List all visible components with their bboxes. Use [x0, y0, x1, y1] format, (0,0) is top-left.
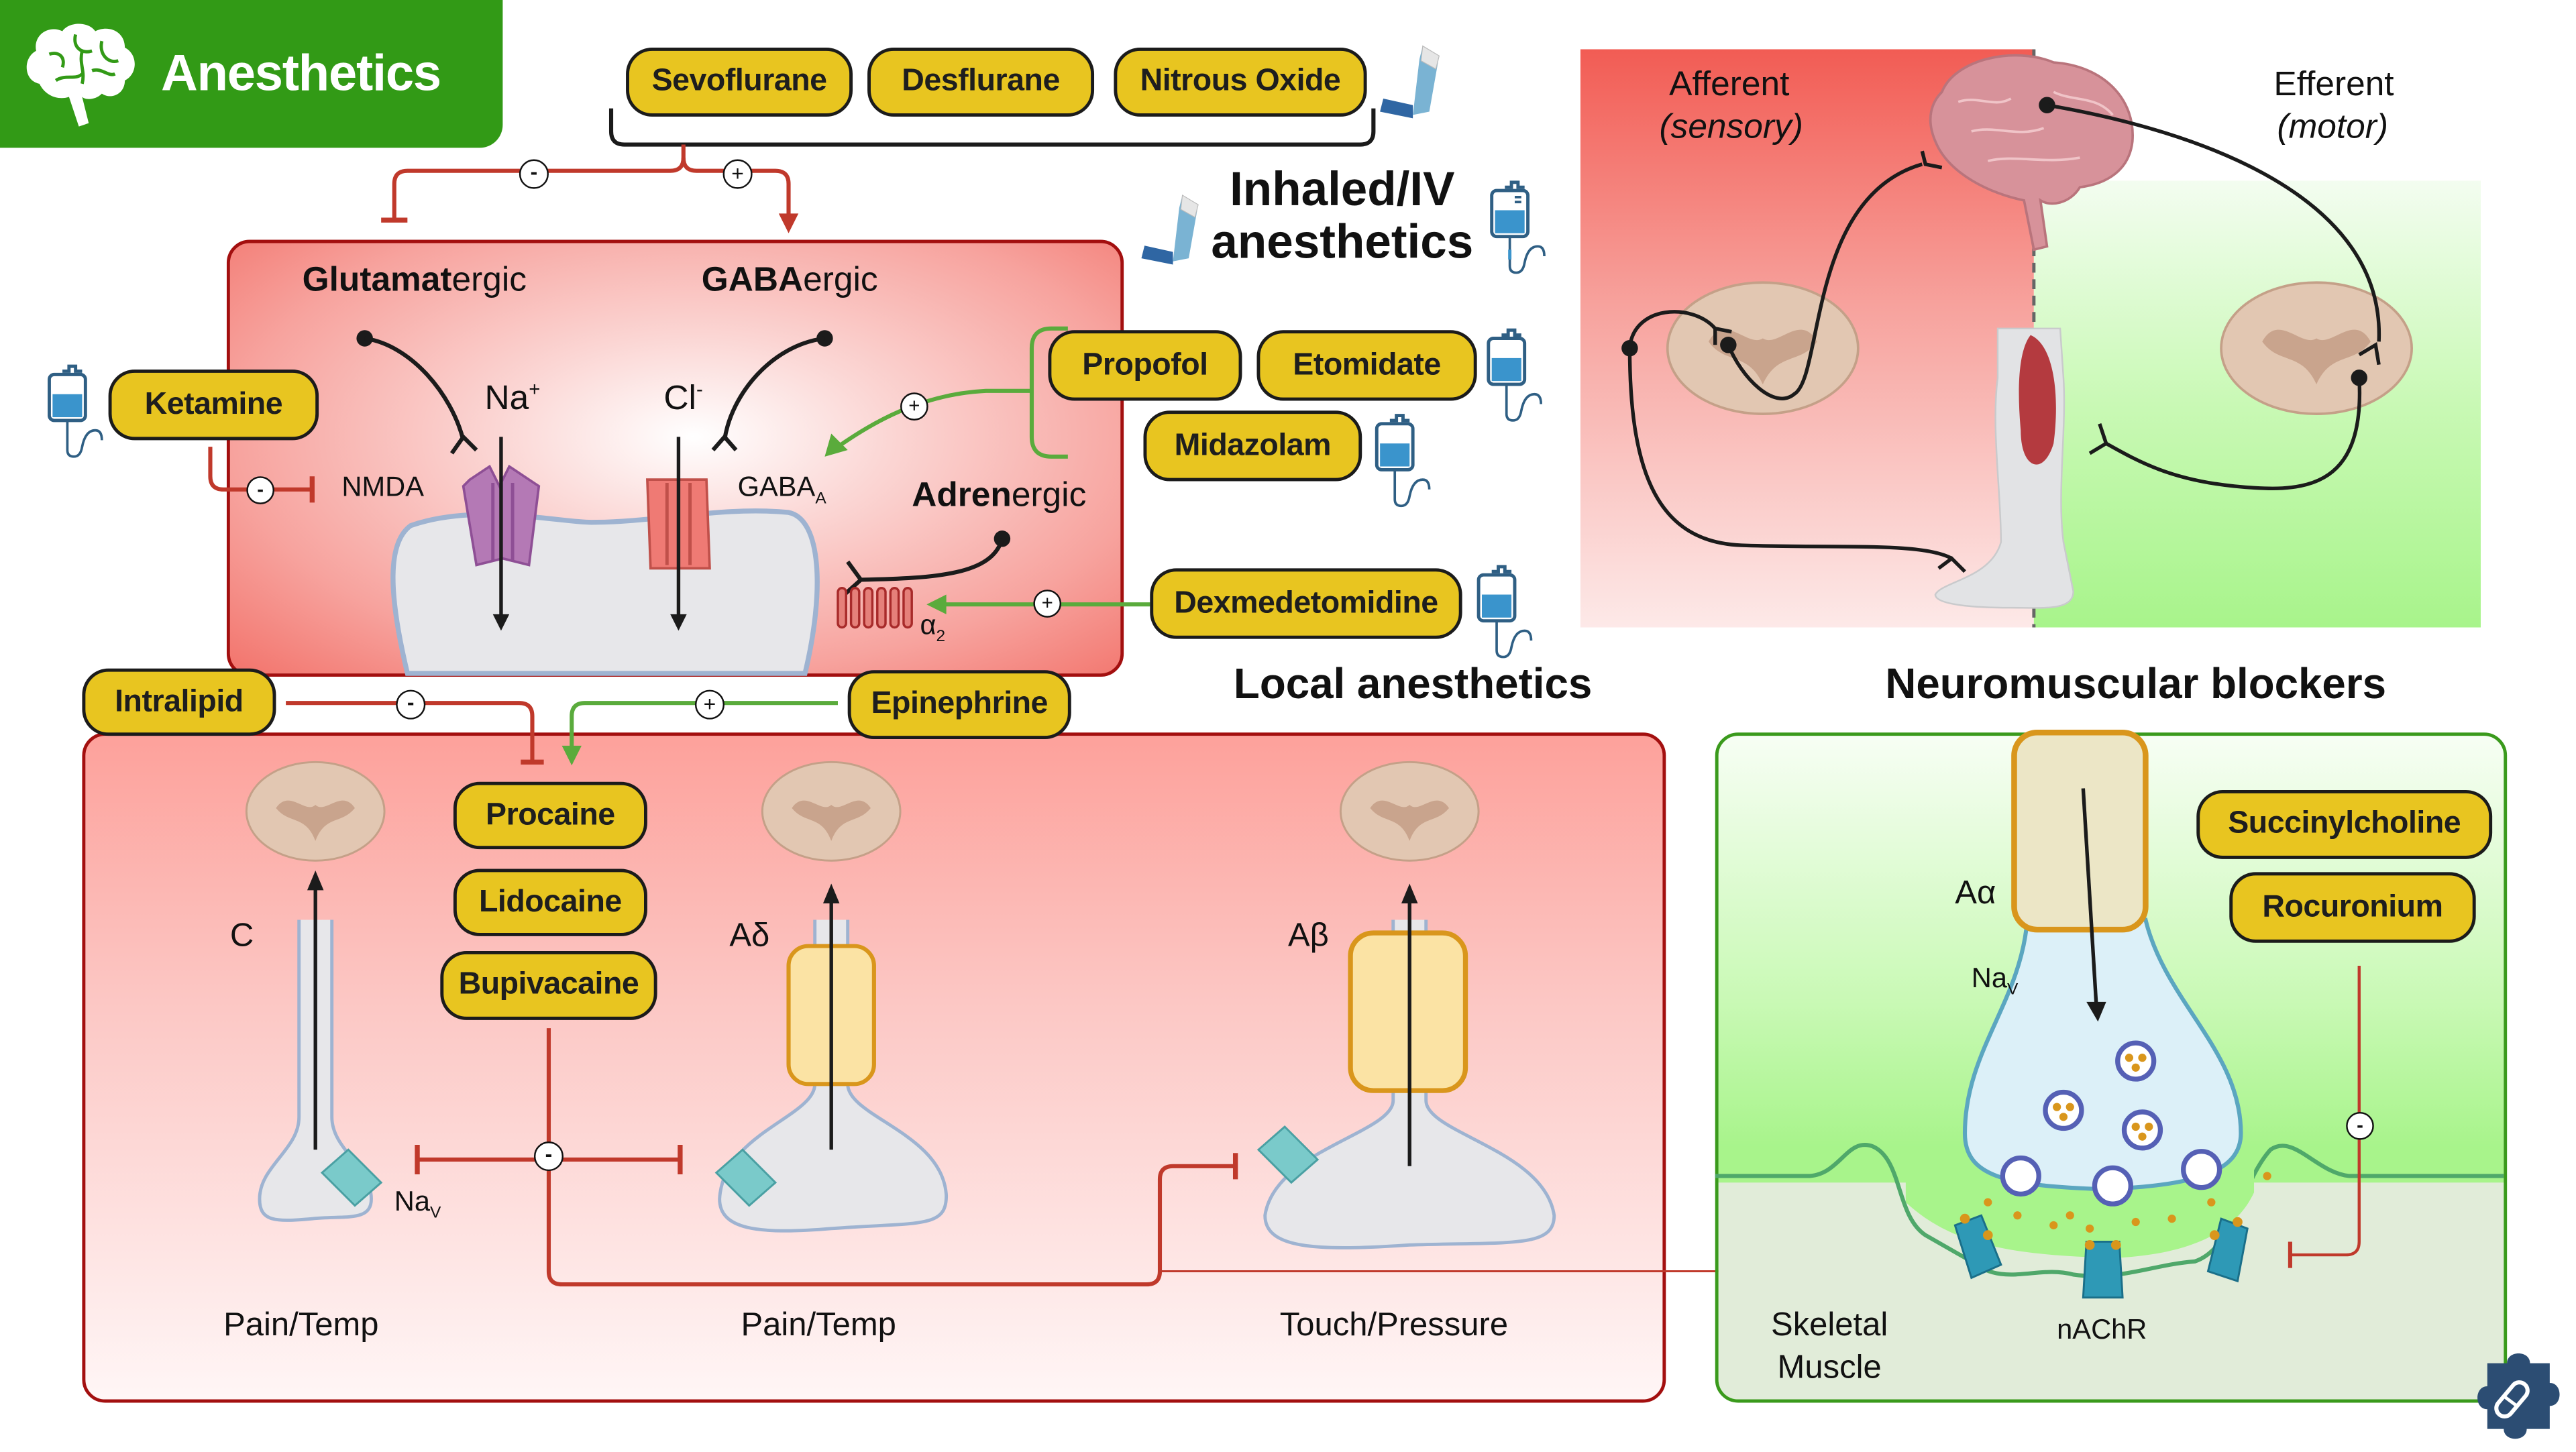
fiber-type-label: Aβ — [1288, 917, 1329, 954]
inhaler-icon — [1141, 194, 1199, 265]
drug-pill-succinylcholine[interactable]: Succinylcholine — [2196, 789, 2493, 859]
drug-pill-dexmedetomidine[interactable]: Dexmedetomidine — [1150, 568, 1462, 639]
nav-channel-label: NaV — [394, 1186, 441, 1223]
label-line: Muscle — [1777, 1350, 1882, 1386]
drug-pill-bupivacaine[interactable]: Bupivacaine — [440, 950, 657, 1020]
label-rest-part: ergic — [803, 261, 878, 299]
skeletal-muscle-label: Skeletal Muscle — [1771, 1304, 1888, 1390]
fiber-function-label: Pain/Temp — [741, 1307, 896, 1344]
drug-pill-sevoflurane[interactable]: Sevoflurane — [626, 48, 853, 117]
page-title: Anesthetics — [161, 44, 441, 102]
fiber-function-label: Pain/Temp — [223, 1307, 379, 1344]
afferent-label: Afferent — [1669, 65, 1790, 104]
section-title-inhaled-iv: Inhaled/IV anesthetics — [1199, 164, 1485, 271]
section-title-line: Inhaled/IV — [1230, 164, 1455, 217]
brain-icon — [26, 23, 135, 127]
fiber-type-label: Aα — [1955, 875, 1996, 912]
alpha2-receptor-label: α2 — [920, 610, 945, 647]
channel-subscript: V — [429, 1205, 441, 1223]
efferent-label: Efferent — [2273, 65, 2394, 104]
iv-bag-icon — [48, 364, 103, 458]
ion-charge: + — [529, 378, 541, 401]
label-bold-part: GABA — [701, 261, 804, 299]
receptor-name: GABA — [737, 471, 816, 503]
iv-bag-icon — [1490, 180, 1546, 274]
drug-pill-lidocaine[interactable]: Lidocaine — [453, 869, 647, 936]
efferent-region — [2033, 180, 2481, 628]
label-bold-part: Adren — [912, 476, 1012, 514]
label-rest-part: ergic — [1011, 476, 1087, 514]
receptor-subscript: 2 — [936, 628, 946, 647]
activate-marker: + — [1033, 590, 1062, 618]
label-bold-part: Glutamat — [302, 261, 452, 299]
receptor-name: α — [920, 609, 936, 641]
ion-symbol: Na — [484, 379, 529, 418]
fiber-type-label: Aδ — [729, 917, 770, 954]
drug-pill-intralipid[interactable]: Intralipid — [82, 668, 276, 736]
adrenergic-label: Adrenergic — [912, 476, 1086, 516]
channel-name: Na — [394, 1186, 430, 1217]
fiber-type-label: C — [229, 917, 254, 954]
section-title-line: anesthetics — [1211, 217, 1474, 270]
header-banner: Anesthetics — [0, 0, 503, 148]
nav-channel-label: NaV — [1972, 962, 2019, 999]
drug-pill-propofol[interactable]: Propofol — [1048, 330, 1242, 401]
section-title-local: Local anesthetics — [1233, 659, 1593, 708]
channel-subscript: V — [2007, 981, 2019, 999]
inhibit-marker: - — [2346, 1111, 2374, 1140]
inhibit-marker: - — [533, 1141, 564, 1172]
afferent-sublabel: (sensory) — [1659, 108, 1803, 146]
efferent-sublabel: (motor) — [2277, 108, 2389, 146]
sodium-ion-label: Na+ — [484, 378, 540, 418]
label-line: Skeletal — [1771, 1307, 1888, 1344]
gabaergic-label: GABAergic — [702, 261, 878, 300]
inhibit-marker: - — [246, 476, 274, 504]
section-title-neuromuscular: Neuromuscular blockers — [1885, 659, 2387, 708]
channel-name: Na — [1971, 962, 2008, 994]
inhaler-icon — [1380, 45, 1440, 119]
nmda-receptor-label: NMDA — [341, 471, 424, 503]
drug-pill-etomidate[interactable]: Etomidate — [1256, 330, 1477, 401]
label-rest-part: ergic — [451, 261, 527, 299]
inhibit-marker: - — [519, 159, 549, 189]
receptor-subscript: A — [815, 490, 826, 508]
drug-pill-midazolam[interactable]: Midazolam — [1143, 410, 1362, 482]
drug-pill-rocuronium[interactable]: Rocuronium — [2229, 872, 2476, 943]
ion-symbol: Cl — [663, 379, 696, 418]
inhibit-marker: - — [396, 689, 426, 720]
drug-pill-procaine[interactable]: Procaine — [453, 781, 647, 850]
drug-pill-ketamine[interactable]: Ketamine — [108, 370, 319, 441]
iv-bag-icon — [1375, 414, 1431, 508]
iv-bag-icon — [1487, 328, 1542, 422]
drug-pill-desflurane[interactable]: Desflurane — [867, 48, 1095, 117]
gaba-a-receptor-label: GABAA — [738, 471, 826, 508]
activate-marker: + — [722, 159, 753, 189]
drug-pill-nitrous-oxide[interactable]: Nitrous Oxide — [1114, 48, 1367, 117]
pharmacology-puzzle-icon — [2477, 1353, 2560, 1439]
fiber-function-label: Touch/Pressure — [1279, 1307, 1509, 1344]
nachr-receptor-label: nAChR — [2057, 1314, 2147, 1345]
activate-marker: + — [694, 689, 725, 720]
glutamatergic-label: Glutamatergic — [303, 261, 527, 300]
activate-marker: + — [900, 392, 928, 421]
chloride-ion-label: Cl- — [663, 378, 702, 418]
drug-pill-epinephrine[interactable]: Epinephrine — [847, 670, 1071, 740]
ion-charge: - — [696, 378, 703, 401]
iv-bag-icon — [1477, 565, 1533, 659]
